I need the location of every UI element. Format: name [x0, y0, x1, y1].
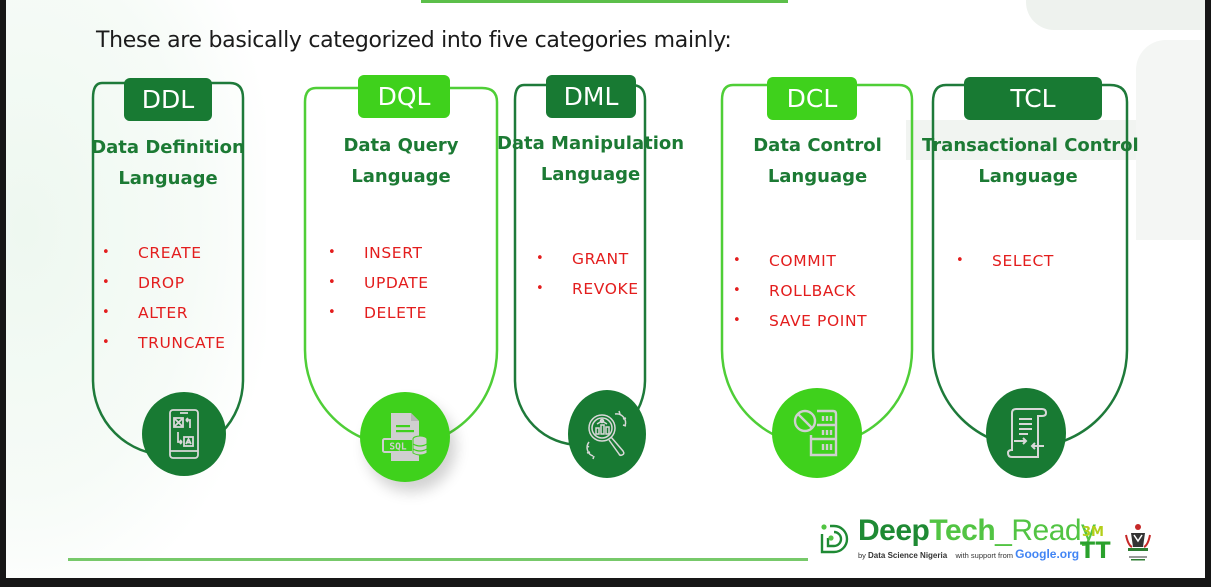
brand-part: _Ready: [995, 514, 1096, 547]
category-abbr: DDL: [141, 85, 195, 114]
support-text: with support from: [955, 551, 1014, 560]
category-card-ddl: DDL Data Definition Language CREATE DROP…: [90, 78, 246, 476]
command-item: CREATE: [90, 238, 225, 268]
command-item: GRANT: [524, 244, 639, 274]
category-title-line: Data Manipulation: [496, 133, 685, 154]
blocked-server-icon: [793, 409, 838, 457]
category-title: Data Control Language: [709, 130, 926, 192]
category-card-dql: DQL Data Query Language INSERT UPDATE DE…: [302, 75, 500, 482]
nigeria-coat-of-arms-icon: [1125, 524, 1151, 561]
category-card-dml: DML Data Manipulation Language GRANT REV…: [497, 75, 684, 478]
command-item: SELECT: [944, 246, 1054, 276]
category-title-line: Data Query: [343, 135, 459, 156]
category-card-dcl: DCL Data Control Language COMMIT ROLLBAC…: [719, 77, 916, 478]
command-item: REVOKE: [524, 274, 639, 304]
command-item: ROLLBACK: [721, 276, 867, 306]
slide-heading: These are basically categorized into fiv…: [96, 28, 732, 53]
3mtt-logo-bottom: TT: [1080, 539, 1111, 564]
command-item: ALTER: [90, 298, 225, 328]
command-item: UPDATE: [316, 268, 429, 298]
3mtt-logo: 3M TT: [1080, 524, 1111, 564]
category-title-line: Data Control: [753, 135, 882, 156]
sql-label: SQL: [389, 442, 406, 453]
command-list: GRANT REVOKE: [524, 244, 639, 304]
category-icon-badge: [772, 388, 862, 478]
byline-org: Data Science Nigeria: [868, 551, 948, 560]
category-icon-badge: [142, 392, 226, 476]
brand-name: DeepTech_Ready: [858, 516, 1096, 546]
category-title-line: Language: [118, 168, 218, 189]
deeptech-logo-mark-icon: [820, 523, 849, 553]
category-icon-badge: [986, 388, 1066, 478]
category-abbr: DML: [563, 82, 619, 111]
category-card-tcl: TCL Transactional Control Language SELEC…: [922, 77, 1139, 478]
category-badge: DQL: [358, 75, 450, 118]
background-band: [1136, 40, 1205, 240]
support-org: Google.org: [1015, 547, 1080, 561]
command-list: COMMIT ROLLBACK SAVE POINT: [721, 246, 867, 336]
category-badge: DDL: [124, 78, 212, 121]
footer-accent-line: [68, 558, 808, 561]
deeptech-ready-logo: DeepTech_Ready by Data Science Nigeria w…: [818, 516, 1096, 561]
category-title: Data Definition Language: [80, 132, 256, 194]
phone-translate-icon: [169, 409, 199, 459]
brand-part: Tech: [929, 514, 996, 547]
category-title: Data Manipulation Language: [492, 128, 689, 190]
transaction-scroll-icon: [1006, 408, 1048, 458]
command-item: INSERT: [316, 238, 429, 268]
category-badge: DML: [546, 75, 636, 118]
command-item: COMMIT: [721, 246, 867, 276]
command-list: CREATE DROP ALTER TRUNCATE: [90, 238, 225, 358]
category-abbr: DCL: [786, 84, 838, 113]
category-title-line: Data Definition: [91, 137, 245, 158]
background-band: [1026, 0, 1205, 30]
command-list: SELECT: [944, 246, 1054, 276]
command-item: TRUNCATE: [90, 328, 225, 358]
byline-prefix: by: [858, 551, 866, 560]
top-accent-bar: [421, 0, 788, 3]
command-item: DROP: [90, 268, 225, 298]
category-icon-badge: [568, 390, 646, 478]
category-title: Transactional Control Language: [922, 130, 1139, 192]
category-abbr: DQL: [377, 82, 431, 111]
brand-part: Deep: [858, 514, 930, 547]
brand-byline: by Data Science Nigeria with support fro…: [858, 547, 1096, 561]
category-badge: TCL: [964, 77, 1102, 120]
category-title-line: Language: [540, 164, 641, 185]
category-title-line: Language: [978, 166, 1078, 187]
command-list: INSERT UPDATE DELETE: [316, 238, 429, 328]
command-item: SAVE POINT: [721, 306, 867, 336]
slide: These are basically categorized into fiv…: [6, 0, 1205, 578]
category-title-line: Transactional Control: [922, 135, 1139, 156]
data-analysis-gears-icon: [586, 410, 627, 460]
category-title: Data Query Language: [292, 130, 510, 192]
category-icon-badge: SQL: [360, 392, 450, 482]
category-title-line: Language: [351, 166, 451, 187]
category-badge: DCL: [767, 77, 857, 120]
3mtt-logo-top: 3M: [1082, 525, 1104, 540]
category-abbr: TCL: [1010, 84, 1056, 113]
category-title-line: Language: [767, 166, 868, 187]
sql-database-file-icon: SQL: [382, 413, 428, 461]
command-item: DELETE: [316, 298, 429, 328]
